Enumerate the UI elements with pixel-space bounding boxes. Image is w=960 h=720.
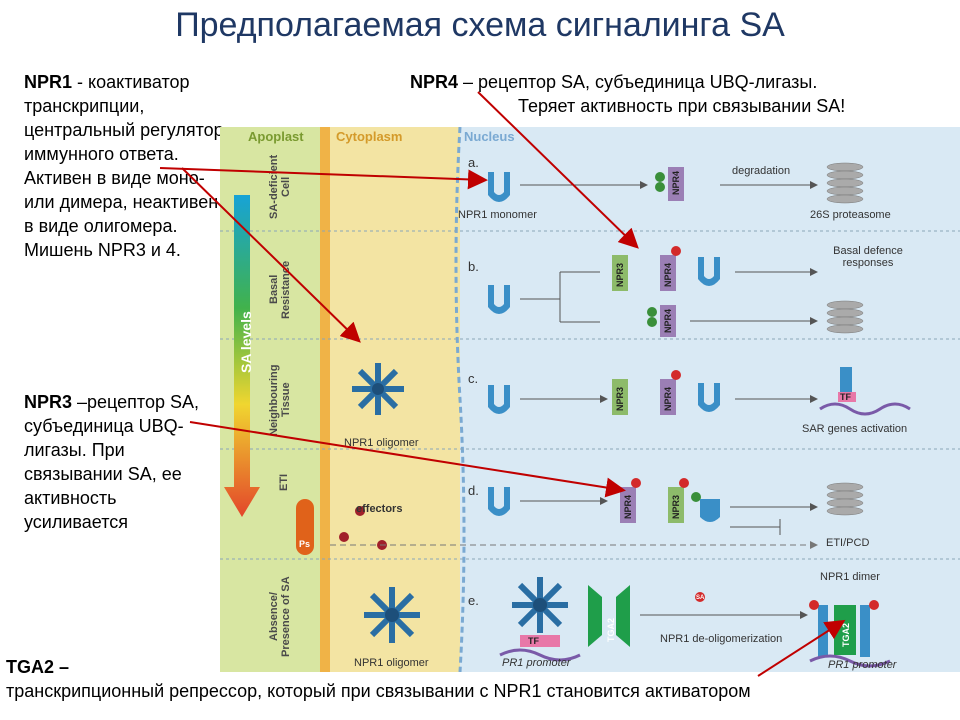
npr3-box-label-c: NPR3 [615, 387, 625, 411]
figure-background [220, 127, 960, 672]
row-c-shapes [352, 363, 911, 416]
apoplast-label: Apoplast [248, 129, 304, 144]
npr1-description: - коактиватор транскрипции, центральный … [24, 72, 224, 260]
sa-signaling-figure: Apoplast Cytoplasm Nucleus SA levels SA-… [220, 127, 960, 672]
npr4-arrow [477, 91, 639, 249]
tga2-box-label-e2: TGA2 [841, 623, 851, 647]
tga2-arrow [757, 619, 846, 677]
nuclear-envelope [454, 127, 466, 672]
cytoplasm-zone [330, 127, 460, 672]
cell-wall [320, 127, 330, 672]
npr4-box-label-c: NPR4 [663, 387, 673, 411]
npr3-name: NPR3 [24, 392, 73, 412]
effectors-label: effectors [356, 503, 403, 515]
npr3-box-label-b: NPR3 [615, 263, 625, 287]
tga2-annotation: TGA2 – транскрипционный репрессор, котор… [6, 655, 956, 703]
nucleus-label: Nucleus [464, 129, 515, 144]
npr1-name: NPR1 [24, 72, 73, 92]
tga2-name: TGA2 – [6, 657, 70, 677]
eti-pcd-label: ETI/PCD [826, 537, 870, 549]
slide-title: Предполагаемая схема сигналинга SA [175, 6, 785, 44]
npr3-box-label-d: NPR3 [671, 495, 681, 519]
npr1-to-monomer-arrow [159, 167, 488, 190]
row-a-letter: a. [468, 155, 479, 170]
npr1-oligomer-label-c: NPR1 oligomer [344, 437, 419, 449]
tf-box-label-c: TF [840, 392, 851, 402]
npr4-box-label-d: NPR4 [623, 495, 633, 519]
tf-box-label-e: TF [528, 636, 539, 646]
npr4-description-1: – рецептор SA, субъединица UBQ-лигазы. [458, 72, 818, 92]
row-c-letter: c. [468, 371, 479, 386]
deoligomerization-label: NPR1 de-oligomerization [660, 633, 783, 645]
row-a-shapes [488, 162, 864, 204]
npr4-name: NPR4 [410, 72, 459, 92]
sar-genes-label: SAR genes activation [802, 423, 908, 435]
degradation-label: degradation [732, 165, 791, 177]
npr4-annotation: NPR4 – рецептор SA, субъединица UBQ-лига… [410, 70, 910, 118]
row-b-letter: b. [468, 259, 479, 274]
npr1-to-oligomer-arrow [181, 167, 361, 343]
ps-box-label: Ps [299, 539, 310, 549]
sa-gradient-arrow [224, 195, 260, 517]
npr4-description-2: Теряет активность при связывании SA! [518, 96, 846, 116]
npr4-box-label-b: NPR4 [663, 263, 673, 287]
npr1-monomer-label: NPR1 monomer [458, 209, 537, 221]
npr3-description: –рецептор SA, субъединица UBQ-лигазы. Пр… [24, 392, 199, 532]
tga2-description: транскрипционный репрессор, который при … [6, 681, 751, 701]
npr1-oligomer-label-e: NPR1 oligomer [354, 657, 429, 669]
pr1-promoter-label-1: PR1 promoter [502, 657, 571, 669]
npr1-annotation: NPR1 - коактиватор транскрипции, централ… [24, 70, 224, 262]
tga2-box-label-e: TGA2 [606, 618, 616, 642]
sa-badge-label: SA [696, 595, 705, 601]
cytoplasm-label: Cytoplasm [336, 129, 403, 144]
protein-box-labels: NPR4 NPR3 NPR4 NPR4 NPR3 NPR4 NPR4 NPR3 … [299, 171, 851, 647]
row-e-letter: e. [468, 593, 479, 608]
npr4-box-label-a: NPR4 [671, 171, 681, 195]
npr3-arrow [189, 421, 626, 498]
row-b-shapes [488, 246, 864, 337]
npr4-box-label-b2: NPR4 [663, 309, 673, 333]
row-d-letter: d. [468, 483, 479, 498]
npr3-annotation: NPR3 –рецептор SA, субъединица UBQ-лигаз… [24, 390, 224, 534]
basal-defence-label: Basal defence responses [833, 245, 903, 269]
pr1-promoter-label-2: PR1 promoter [828, 659, 897, 671]
npr1-dimer-label: NPR1 dimer [820, 571, 880, 583]
proteasome-label: 26S proteasome [810, 209, 891, 221]
